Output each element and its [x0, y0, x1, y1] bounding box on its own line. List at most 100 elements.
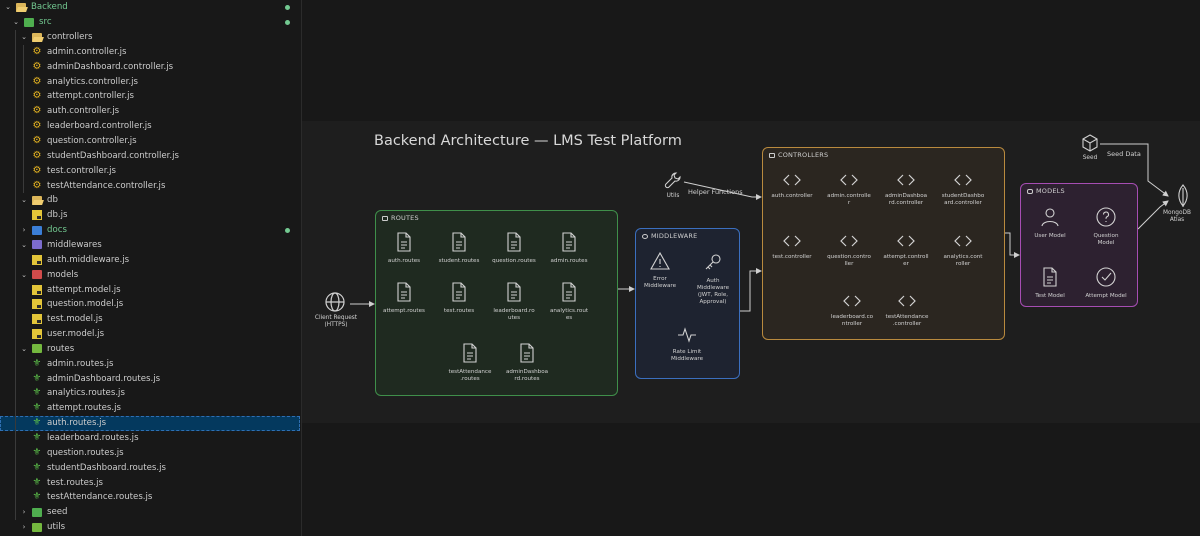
route-file-icon: ⚜: [32, 432, 42, 444]
route-node: testAttendance .routes: [445, 343, 495, 383]
file-route[interactable]: ⚜question.routes.js: [0, 446, 300, 461]
file-controller-label: analytics.controller.js: [47, 76, 138, 87]
git-status-dot: [285, 4, 290, 10]
file-icon: [452, 282, 466, 302]
route-file-icon: ⚜: [32, 372, 42, 384]
file-model[interactable]: test.model.js: [0, 312, 300, 327]
route-node: question.routes: [489, 232, 539, 265]
js-file-icon: [32, 284, 42, 295]
chevron-down-icon: ⌄: [21, 196, 27, 205]
file-route[interactable]: ⚜studentDashboard.routes.js: [0, 460, 300, 475]
route-node-label: leaderboard.ro utes: [493, 308, 535, 321]
folder-seed-label: seed: [47, 507, 68, 518]
folder-icon: [32, 225, 42, 235]
folder-icon: [32, 522, 42, 532]
folder-backend[interactable]: ⌄Backend: [0, 0, 300, 15]
folder-seed[interactable]: › seed: [0, 505, 300, 520]
file-controller[interactable]: ⚙testAttendance.controller.js: [0, 178, 300, 193]
question-model-node-label: Question Model: [1093, 233, 1119, 246]
file-route[interactable]: ⚜test.routes.js: [0, 475, 300, 490]
route-node: test.routes: [434, 282, 484, 315]
file-controller[interactable]: ⚙test.controller.js: [0, 163, 300, 178]
file-middleware[interactable]: auth.middleware.js: [0, 252, 300, 267]
file-controller[interactable]: ⚙question.controller.js: [0, 134, 300, 149]
file-controller[interactable]: ⚙auth.controller.js: [0, 104, 300, 119]
file-controller-label: attempt.controller.js: [47, 91, 135, 102]
warning-icon: [650, 252, 670, 270]
attempt-model-node: Attempt Model: [1079, 267, 1133, 300]
rate-limit-middleware-node-label: Rate Limit Middleware: [670, 349, 704, 362]
controller-node-label: test.controller: [772, 254, 812, 260]
folder-docs[interactable]: ›docs: [0, 223, 300, 238]
file-route-label: adminDashboard.routes.js: [47, 373, 161, 384]
file-route[interactable]: ⚜testAttendance.routes.js: [0, 490, 300, 505]
chevron-right-icon: ›: [22, 508, 26, 517]
leaf-icon: [1178, 184, 1188, 207]
chevron-down-icon: ⌄: [21, 33, 27, 42]
folder-open-icon: [32, 240, 42, 250]
file-route[interactable]: ⚜ leaderboard.routes.js: [0, 431, 300, 446]
file-controller[interactable]: ⚙studentDashboard.controller.js: [0, 149, 300, 164]
gear-icon: ⚙: [32, 90, 42, 102]
file-icon: [452, 232, 466, 252]
controller-node-label: leaderboard.co ntroller: [830, 314, 874, 327]
file-controller[interactable]: ⚙ attempt.controller.js: [0, 89, 300, 104]
controller-node-label: testAttendance .controller: [885, 314, 929, 327]
file-controller[interactable]: ⚙adminDashboard.controller.js: [0, 59, 300, 74]
gear-icon: ⚙: [32, 60, 42, 72]
error-middleware-node-label: Error Middleware: [643, 276, 677, 289]
folder-db[interactable]: ⌄ db: [0, 193, 300, 208]
controller-node-label: auth.controller: [771, 193, 813, 199]
file-route[interactable]: ⚜ adminDashboard.routes.js: [0, 371, 300, 386]
file-controller[interactable]: ⚙ analytics.controller.js: [0, 74, 300, 89]
route-file-icon: ⚜: [32, 387, 42, 399]
file-controller[interactable]: ⚙admin.controller.js: [0, 45, 300, 60]
folder-middlewares[interactable]: ⌄middlewares: [0, 238, 300, 253]
gear-icon: ⚙: [32, 75, 42, 87]
folder-src[interactable]: ⌄src: [0, 15, 300, 30]
folder-routes[interactable]: ⌄routes: [0, 342, 300, 357]
route-node: attempt.routes: [379, 282, 429, 315]
file-model-label: user.model.js: [47, 329, 105, 340]
code-icon: [843, 295, 861, 307]
route-node-label: adminDashboa rd.routes: [505, 369, 549, 382]
file-model[interactable]: question.model.js: [0, 297, 300, 312]
seed-data-label: Seed Data: [1107, 150, 1141, 158]
file-controller-label: leaderboard.controller.js: [47, 121, 152, 132]
folder-open-icon: [32, 270, 42, 280]
file-route[interactable]: ⚜auth.routes.js: [0, 415, 300, 431]
middleware-group: MIDDLEWARE: [635, 228, 740, 379]
file-route[interactable]: ⚜analytics.routes.js: [0, 386, 300, 401]
folder-open-icon: [32, 344, 42, 354]
file-route[interactable]: ⚜attempt.routes.js: [0, 401, 300, 416]
folder-controllers[interactable]: ⌄controllers: [0, 30, 300, 45]
folder-utils[interactable]: ›utils: [0, 520, 300, 535]
chevron-down-icon: ⌄: [5, 3, 11, 12]
route-file-icon: ⚜: [32, 417, 42, 429]
file-model[interactable]: user.model.js: [0, 327, 300, 342]
route-node: adminDashboa rd.routes: [502, 343, 552, 383]
chevron-down-icon: ⌄: [21, 344, 27, 353]
controller-node: admin.controlle r: [820, 173, 878, 207]
seed-node: [1081, 134, 1099, 156]
file-controller-label: testAttendance.controller.js: [47, 180, 166, 191]
folder-db-label: db: [47, 195, 58, 206]
file-db[interactable]: db.js: [0, 208, 300, 223]
globe-icon: [325, 292, 345, 312]
code-icon: [897, 174, 915, 186]
controller-node-label: analytics.cont roller: [943, 254, 983, 267]
gear-icon: ⚙: [32, 45, 42, 57]
js-file-icon: [32, 299, 42, 310]
seed-label: Seed: [1082, 155, 1098, 161]
route-node-label: attempt.routes: [383, 308, 425, 314]
folder-models[interactable]: ⌄models: [0, 267, 300, 282]
file-controller[interactable]: ⚙leaderboard.controller.js: [0, 119, 300, 134]
file-route-label: testAttendance.routes.js: [47, 492, 153, 503]
route-node-label: student.routes: [438, 258, 480, 264]
file-route[interactable]: ⚜admin.routes.js: [0, 356, 300, 371]
utils-node: [663, 171, 683, 195]
file-route-label: leaderboard.routes.js: [47, 433, 139, 444]
file-model[interactable]: attempt.model.js: [0, 282, 300, 297]
route-node-label: question.routes: [492, 258, 536, 264]
folder-docs-label: docs: [47, 225, 67, 236]
